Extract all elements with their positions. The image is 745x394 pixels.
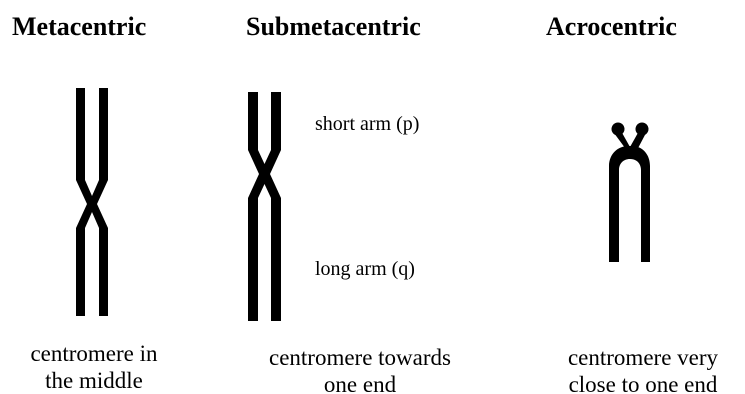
submetacentric-long-left-arm	[248, 198, 258, 321]
caption-metacentric: centromere in the middle	[6, 340, 182, 394]
long-arm-label: long arm (q)	[315, 257, 415, 281]
caption-acrocentric-line2: close to one end	[545, 371, 741, 394]
metacentric-bottom-right-arm	[99, 228, 108, 316]
metacentric-chromosome	[76, 88, 108, 316]
submetacentric-short-right-arm	[271, 92, 281, 150]
acrocentric-long-arms	[609, 146, 650, 262]
acrocentric-chromosome	[609, 123, 650, 263]
submetacentric-short-left-arm	[248, 92, 258, 150]
submetacentric-centromere	[248, 150, 281, 198]
metacentric-top-right-arm	[99, 88, 108, 180]
metacentric-top-left-arm	[76, 88, 85, 180]
caption-acrocentric: centromere very close to one end	[545, 344, 741, 394]
caption-submetacentric: centromere towards one end	[252, 344, 468, 394]
metacentric-bottom-left-arm	[76, 228, 85, 316]
caption-submetacentric-line1: centromere towards	[252, 344, 468, 371]
short-arm-label: short arm (p)	[315, 112, 419, 136]
caption-metacentric-line2: the middle	[6, 367, 182, 394]
submetacentric-long-right-arm	[271, 198, 281, 321]
caption-acrocentric-line1: centromere very	[545, 344, 741, 371]
metacentric-centromere	[76, 180, 108, 228]
caption-submetacentric-line2: one end	[252, 371, 468, 394]
submetacentric-chromosome	[248, 92, 281, 321]
caption-metacentric-line1: centromere in	[6, 340, 182, 367]
